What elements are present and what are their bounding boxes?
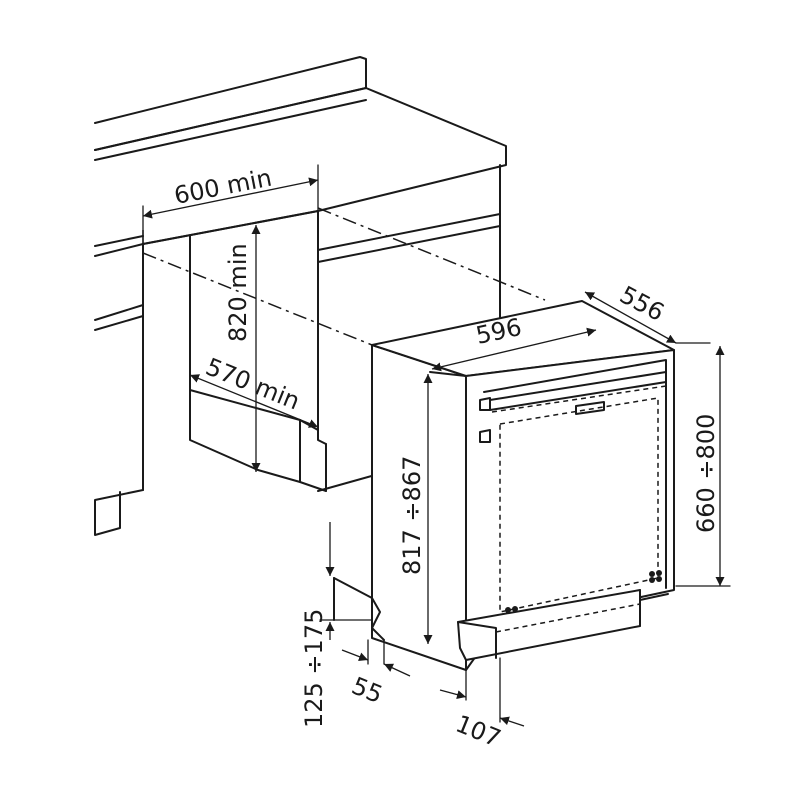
dishwasher bbox=[333, 300, 675, 671]
label-appliance-depth: 556 bbox=[615, 281, 669, 327]
dimension-lines bbox=[142, 164, 731, 727]
label-cabinet-height: 820 min bbox=[224, 243, 252, 342]
label-toe-kick-depth: 107 bbox=[452, 710, 505, 753]
plinth bbox=[457, 589, 669, 661]
label-appliance-height: 817 ÷867 bbox=[398, 456, 426, 575]
label-door-height: 660 ÷800 bbox=[692, 414, 720, 533]
label-plinth-height: 125 ÷175 bbox=[300, 609, 328, 728]
foot-front-right bbox=[649, 570, 662, 583]
label-plinth-offset: 55 bbox=[348, 672, 387, 709]
label-cabinet-width: 600 min bbox=[172, 164, 274, 210]
